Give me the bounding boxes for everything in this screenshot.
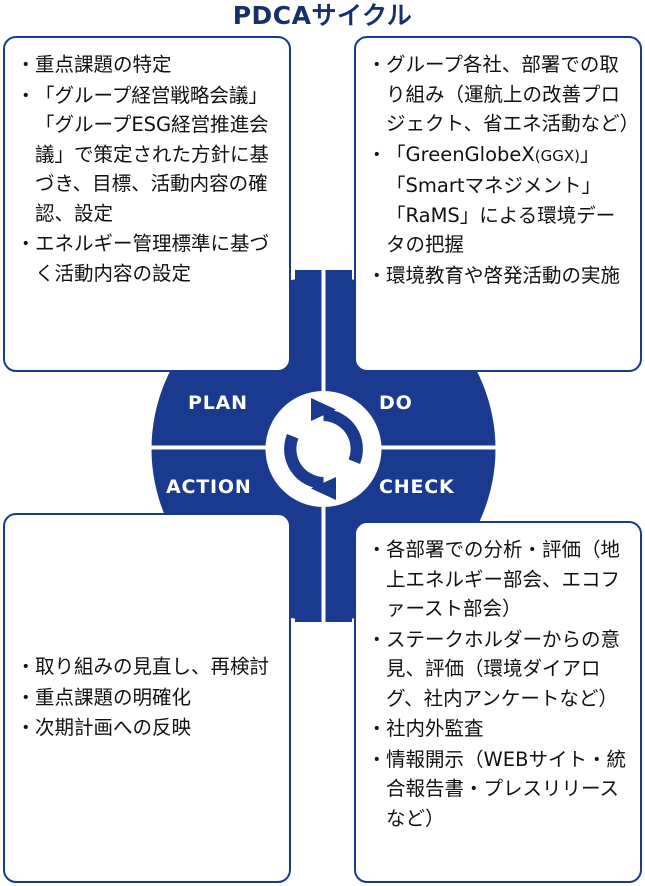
plan-bullet-list: 重点課題の特定 「グループ経営戦略会議」「グループESG経営推進会議」で策定され… bbox=[16, 50, 279, 288]
cycle-arrows-icon bbox=[284, 398, 363, 500]
quadrant-label-action: ACTION bbox=[166, 476, 252, 498]
list-item: 重点課題の明確化 bbox=[16, 683, 279, 713]
quadrant-label-do: DO bbox=[379, 392, 413, 414]
list-item: エネルギー管理標準に基づく活動内容の設定 bbox=[16, 229, 279, 288]
check-content-box: 各部署での分析・評価（地上エネルギー部会、エコファースト部会） ステークホルダー… bbox=[354, 521, 642, 883]
list-item: 重点課題の特定 bbox=[16, 50, 279, 80]
plan-content-box: 重点課題の特定 「グループ経営戦略会議」「グループESG経営推進会議」で策定され… bbox=[3, 36, 291, 372]
do-bullet-list: グループ各社、部署での取り組み（運航上の改善プロジェクト、省エネ活動など） 「G… bbox=[367, 50, 639, 291]
list-item: 「グループ経営戦略会議」「グループESG経営推進会議」で策定された方針に基づき、… bbox=[16, 81, 279, 229]
page-title: PDCAサイクル bbox=[232, 1, 413, 30]
list-item: ステークホルダーからの意見、評価（環境ダイアログ、社内アンケートなど） bbox=[367, 625, 630, 714]
list-item: 情報開示（WEBサイト・統合報告書・プレスリリースなど） bbox=[367, 745, 630, 834]
do-box-inner: グループ各社、部署での取り組み（運航上の改善プロジェクト、省エネ活動など） 「G… bbox=[356, 38, 640, 301]
check-box-inner: 各部署での分析・評価（地上エネルギー部会、エコファースト部会） ステークホルダー… bbox=[356, 523, 640, 844]
list-item-text-small: (GGX) bbox=[534, 146, 580, 165]
action-bullet-list: 取り組みの見直し、再検討 重点課題の明確化 次期計画への反映 bbox=[16, 652, 279, 743]
list-item: 次期計画への反映 bbox=[16, 713, 279, 743]
quadrant-label-plan: PLAN bbox=[188, 392, 248, 414]
list-item-text-pre: 「GreenGlobeX bbox=[386, 142, 535, 166]
list-item: 各部署での分析・評価（地上エネルギー部会、エコファースト部会） bbox=[367, 535, 630, 624]
list-item-text-post: 」「Smartマネジメント」「RaMS」による環境データの把握 bbox=[386, 142, 616, 257]
action-box-inner: 取り組みの見直し、再検討 重点課題の明確化 次期計画への反映 bbox=[5, 652, 289, 744]
list-item: 取り組みの見直し、再検討 bbox=[16, 652, 279, 682]
list-item: 社内外監査 bbox=[367, 714, 630, 744]
action-content-box: 取り組みの見直し、再検討 重点課題の明確化 次期計画への反映 bbox=[3, 513, 291, 883]
list-item: 「GreenGlobeX(GGX)」「Smartマネジメント」「RaMS」による… bbox=[367, 140, 630, 260]
plan-box-inner: 重点課題の特定 「グループ経営戦略会議」「グループESG経営推進会議」で策定され… bbox=[5, 38, 289, 299]
do-content-box: グループ各社、部署での取り組み（運航上の改善プロジェクト、省エネ活動など） 「G… bbox=[354, 36, 642, 372]
list-item: 環境教育や啓発活動の実施 bbox=[367, 261, 630, 291]
list-item: グループ各社、部署での取り組み（運航上の改善プロジェクト、省エネ活動など） bbox=[367, 50, 639, 139]
check-bullet-list: 各部署での分析・評価（地上エネルギー部会、エコファースト部会） ステークホルダー… bbox=[367, 535, 630, 834]
quadrant-label-check: CHECK bbox=[379, 476, 455, 498]
